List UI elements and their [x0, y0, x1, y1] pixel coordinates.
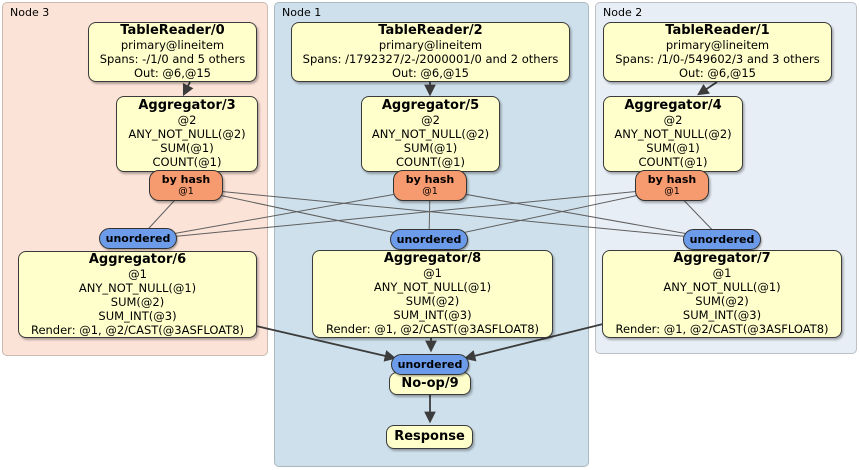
- processor-tablereader-1: TableReader/1 primary@lineitem Spans: /1…: [603, 22, 832, 82]
- processor-detail: @2: [421, 113, 440, 127]
- processor-title: Aggregator/6: [88, 251, 187, 267]
- stream-label: unordered: [396, 233, 462, 246]
- stream-label: unordered: [689, 233, 755, 246]
- processor-detail: ANY_NOT_NULL(@1): [78, 280, 197, 295]
- processor-aggregator-5: Aggregator/5 @2 ANY_NOT_NULL(@2) SUM(@1)…: [361, 96, 500, 172]
- processor-title: TableReader/0: [120, 23, 225, 38]
- processor-tablereader-2: TableReader/2 primary@lineitem Spans: /1…: [291, 22, 570, 82]
- processor-detail: ANY_NOT_NULL(@2): [128, 127, 246, 141]
- processor-detail: ANY_NOT_NULL(@2): [614, 127, 732, 141]
- router-hash-key: @1: [178, 186, 194, 197]
- processor-detail: Spans: /1792327/2-/2000001/0 and 2 other…: [302, 52, 559, 66]
- processor-detail: Render: @1, @2/CAST(@3ASFLOAT8): [615, 322, 829, 336]
- processor-detail: Out: @6,@15: [392, 66, 469, 80]
- processor-detail: @1: [128, 266, 147, 281]
- hash-router-middle: by hash @1: [393, 170, 467, 201]
- processor-detail: @1: [712, 266, 732, 280]
- processor-detail: Spans: -/1/0 and 5 others: [99, 52, 246, 66]
- processor-title: TableReader/2: [378, 23, 483, 38]
- processor-detail: ANY_NOT_NULL(@1): [373, 280, 492, 294]
- processor-noop-9: No-op/9: [389, 372, 471, 395]
- processor-title: Aggregator/7: [673, 251, 771, 266]
- unordered-sync-middle: unordered: [390, 229, 468, 250]
- region-label: Node 2: [603, 6, 643, 19]
- processor-aggregator-3: Aggregator/3 @2 ANY_NOT_NULL(@2) SUM(@1)…: [116, 96, 258, 172]
- hash-router-left: by hash @1: [149, 170, 223, 201]
- router-label: by hash: [647, 173, 697, 186]
- processor-detail: SUM_INT(@3): [393, 308, 472, 322]
- unordered-sync-final: unordered: [391, 354, 469, 375]
- processor-aggregator-6: Aggregator/6 @1 ANY_NOT_NULL(@1) SUM(@2)…: [18, 251, 257, 338]
- processor-detail: SUM_INT(@3): [98, 308, 177, 323]
- processor-detail: @1: [423, 266, 442, 280]
- processor-detail: Out: @6,@15: [134, 66, 211, 80]
- processor-detail: SUM(@2): [405, 294, 460, 308]
- processor-detail: ANY_NOT_NULL(@1): [663, 280, 781, 294]
- processor-detail: COUNT(@1): [152, 155, 222, 169]
- processor-detail: COUNT(@1): [396, 155, 465, 169]
- processor-detail: Render: @1, @2/CAST(@3ASFLOAT8): [30, 322, 245, 337]
- processor-title: TableReader/1: [665, 23, 770, 38]
- router-label: by hash: [405, 173, 455, 186]
- processor-aggregator-8: Aggregator/8 @1 ANY_NOT_NULL(@1) SUM(@2)…: [312, 250, 553, 338]
- region-label: Node 1: [282, 6, 322, 19]
- processor-tablereader-0: TableReader/0 primary@lineitem Spans: -/…: [88, 22, 257, 82]
- router-label: by hash: [161, 173, 211, 186]
- response-node: Response: [386, 425, 473, 449]
- stream-label: unordered: [397, 358, 463, 371]
- processor-detail: SUM_INT(@3): [682, 308, 762, 322]
- processor-title: Aggregator/8: [383, 251, 482, 266]
- unordered-sync-right: unordered: [683, 229, 761, 250]
- router-hash-key: @1: [664, 186, 680, 197]
- processor-aggregator-7: Aggregator/7 @1 ANY_NOT_NULL(@1) SUM(@2)…: [602, 250, 842, 338]
- processor-detail: @2: [177, 113, 197, 127]
- processor-detail: primary@lineitem: [120, 38, 225, 52]
- flow-edges: [182, 81, 718, 424]
- hash-router-right: by hash @1: [635, 170, 709, 201]
- router-hash-key: @1: [422, 186, 438, 197]
- processor-title: Aggregator/5: [381, 98, 480, 113]
- stream-label: unordered: [105, 232, 171, 245]
- processor-detail: Out: @6,@15: [679, 66, 756, 80]
- processor-detail: COUNT(@1): [638, 155, 708, 169]
- processor-detail: SUM(@2): [110, 294, 165, 309]
- processor-detail: primary@lineitem: [665, 38, 770, 52]
- processor-detail: SUM(@1): [160, 141, 214, 155]
- processor-detail: SUM(@1): [646, 141, 700, 155]
- processor-title: Aggregator/4: [624, 98, 722, 113]
- processor-title: Response: [394, 429, 465, 444]
- unordered-sync-left: unordered: [99, 228, 177, 249]
- processor-detail: Render: @1, @2/CAST(@3ASFLOAT8): [325, 322, 540, 336]
- processor-detail: @2: [663, 113, 683, 127]
- region-label: Node 3: [10, 6, 50, 19]
- processor-detail: SUM(@2): [695, 294, 749, 308]
- processor-title: Aggregator/3: [138, 98, 236, 113]
- processor-detail: primary@lineitem: [378, 38, 483, 52]
- processor-detail: Spans: /1/0-/549602/3 and 3 others: [615, 52, 820, 66]
- processor-detail: SUM(@1): [403, 141, 458, 155]
- processor-title: No-op/9: [401, 375, 459, 391]
- processor-detail: ANY_NOT_NULL(@2): [371, 127, 490, 141]
- processor-aggregator-4: Aggregator/4 @2 ANY_NOT_NULL(@2) SUM(@1)…: [603, 96, 743, 172]
